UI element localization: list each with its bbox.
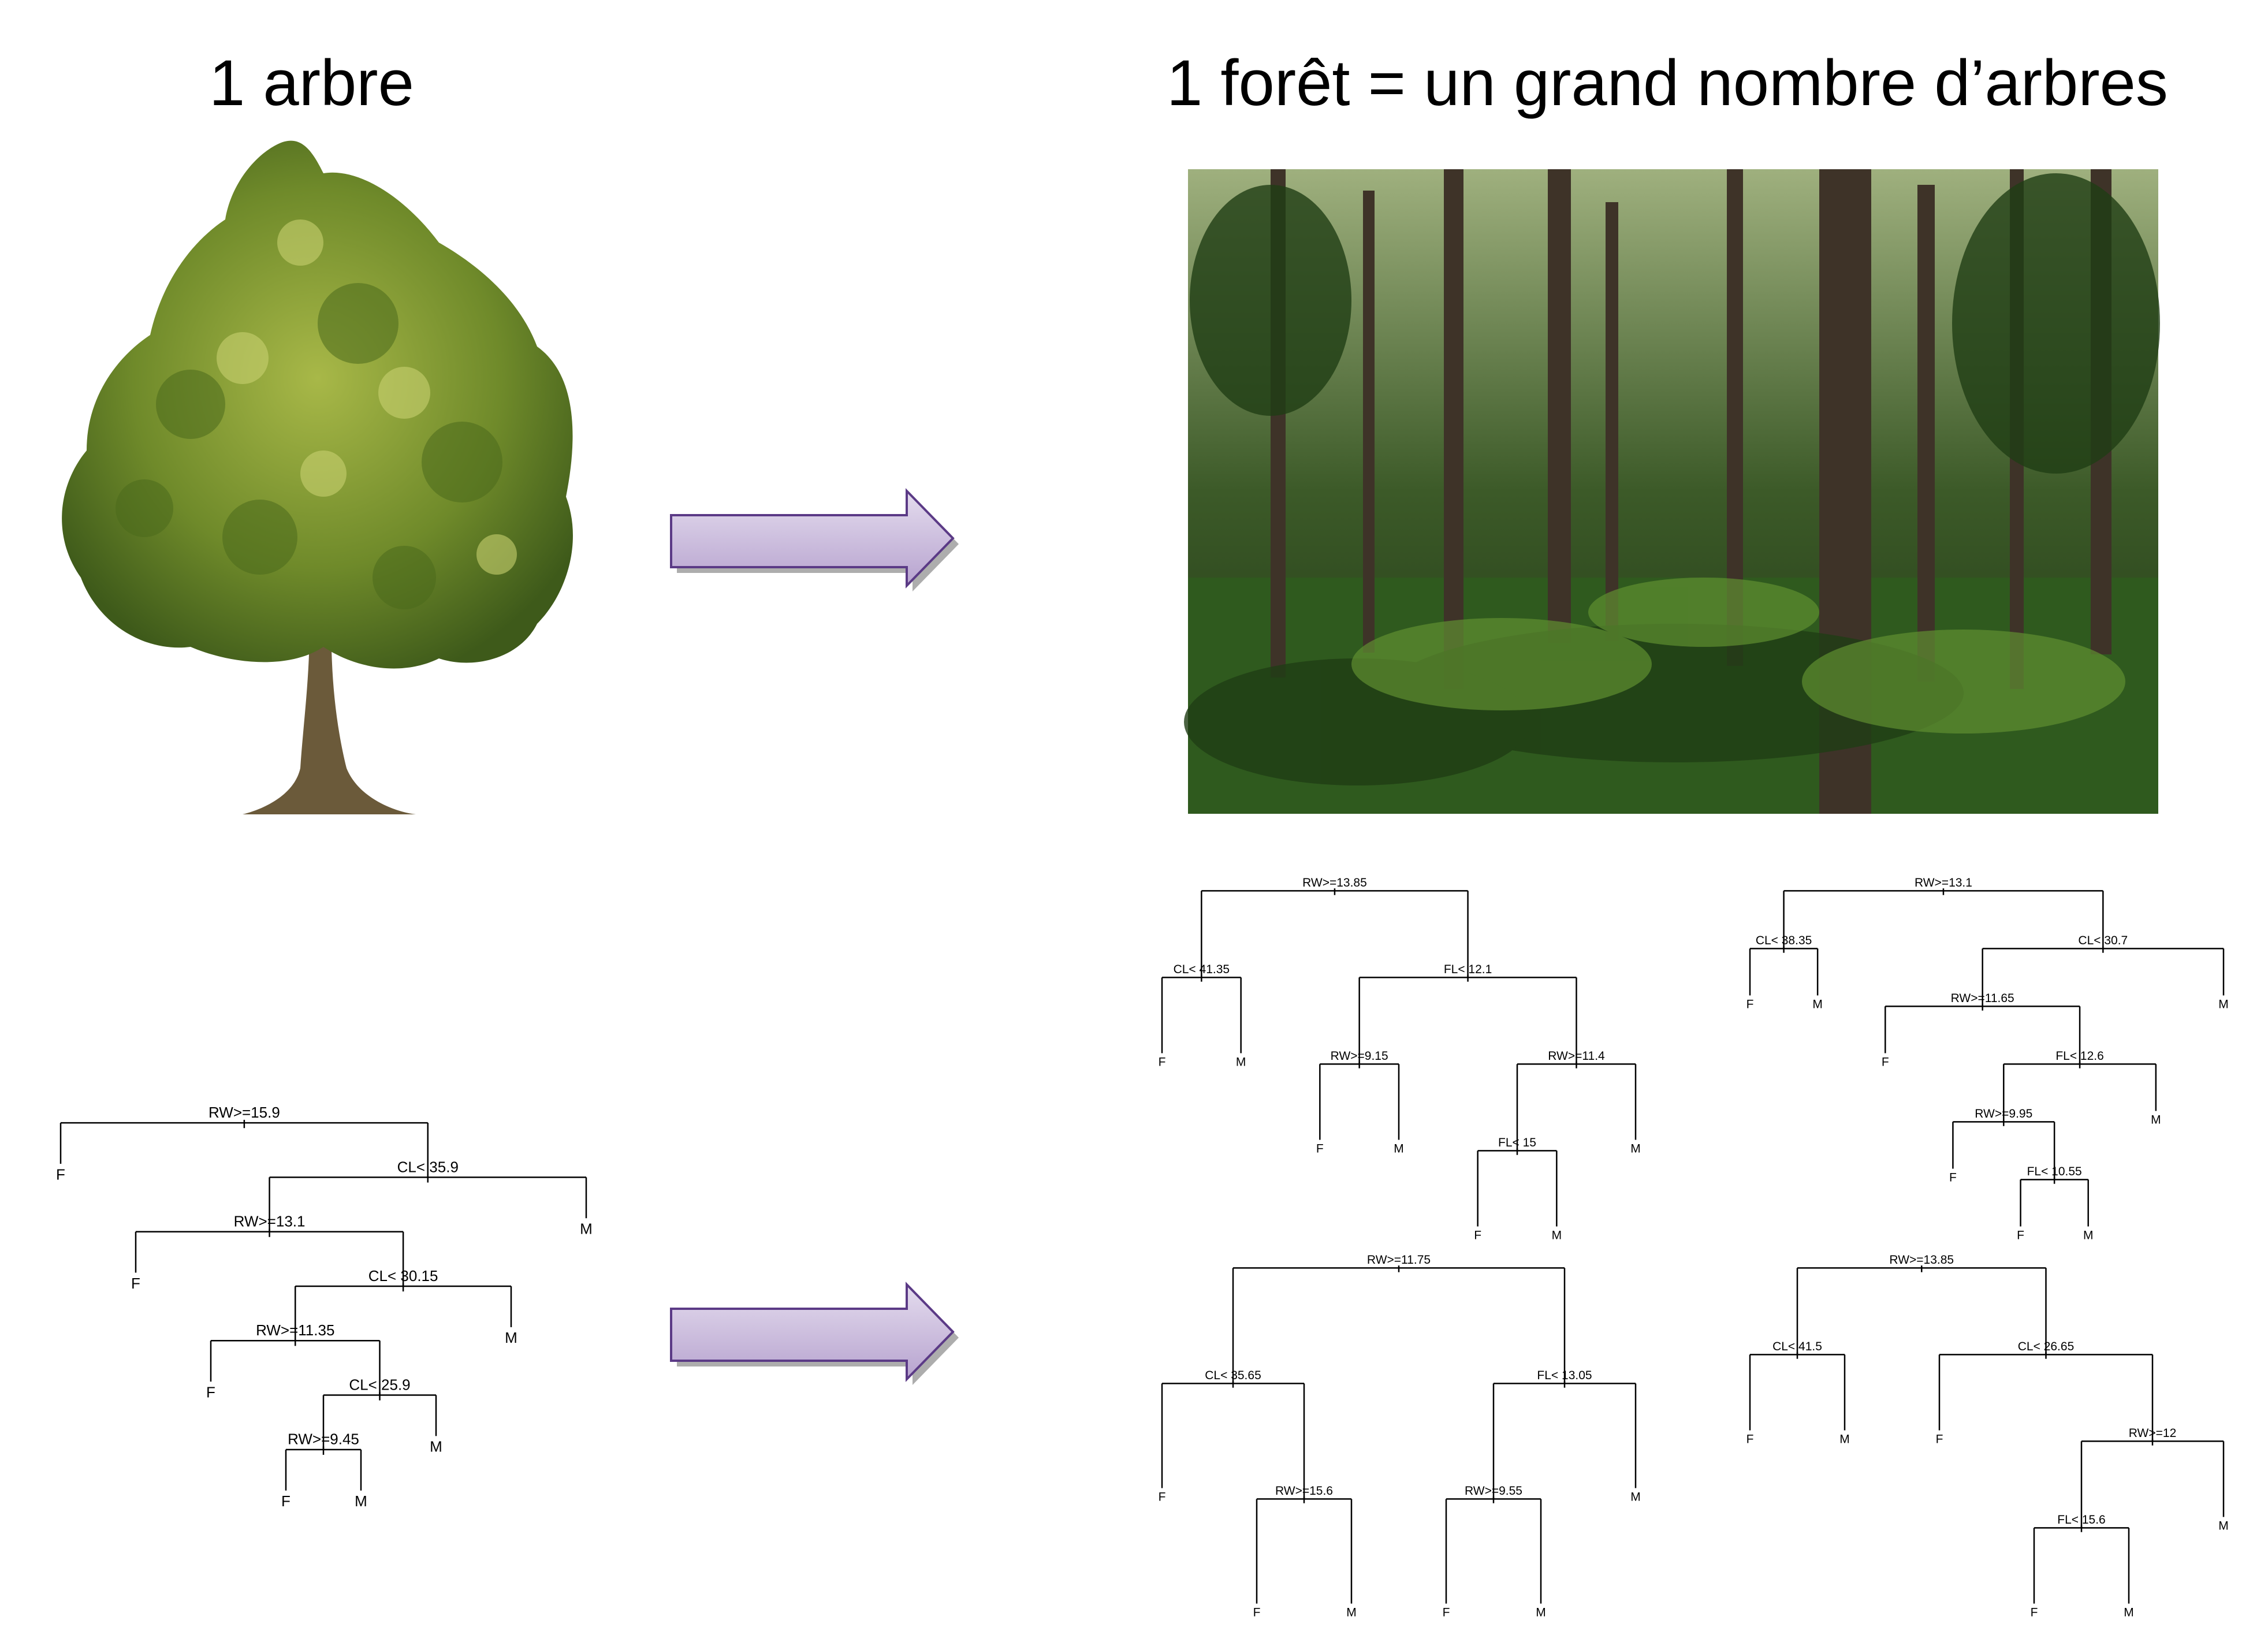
forest-tree-1-leaf-label: M: [1236, 1056, 1246, 1069]
arrow-top-icon: [670, 488, 959, 591]
forest-tree-2-leaf-label: M: [1812, 998, 1823, 1011]
forest-tree-1-leaf-label: F: [1316, 1142, 1324, 1156]
forest-tree-4-split-label: CL< 41.5: [1772, 1340, 1822, 1353]
single-tree-split-label: RW>=15.9: [208, 1104, 280, 1121]
forest-tree-1-split-label: RW>=13.85: [1302, 876, 1367, 889]
forest-tree-2-split-label: RW>=13.1: [1915, 876, 1972, 889]
forest-tree-4-leaf-label: M: [1839, 1433, 1850, 1446]
forest-tree-1-leaf-label: M: [1552, 1229, 1562, 1242]
forest-tree-3-split-label: RW>=11.75: [1367, 1253, 1431, 1267]
forest-tree-2-split-label: CL< 30.7: [2078, 934, 2128, 947]
forest-tree-3-split-label: CL< 35.65: [1205, 1369, 1261, 1382]
forest-tree-4-split-label: FL< 15.6: [2057, 1513, 2105, 1526]
forest-tree-4-split-label: RW>=12: [2129, 1427, 2177, 1440]
single-tree-leaf-label: F: [56, 1166, 65, 1183]
single-tree-leaf-label: F: [131, 1275, 140, 1292]
forest-tree-4-split-label: RW>=13.85: [1889, 1253, 1954, 1267]
arrow-bottom-icon: [670, 1282, 959, 1385]
single-tree-leaf-label: F: [206, 1383, 215, 1401]
forest-tree-4-leaf-label: M: [2124, 1606, 2134, 1619]
forest-tree-1-leaf-label: M: [1394, 1142, 1404, 1156]
forest-tree-2-leaf-label: F: [1882, 1056, 1889, 1069]
forest-tree-3-split-label: RW>=9.55: [1465, 1484, 1522, 1498]
forest-tree-2-leaf-label: F: [2017, 1229, 2024, 1242]
forest-tree-2-leaf-label: M: [2083, 1229, 2094, 1242]
forest-tree-3-leaf-label: F: [1159, 1491, 1166, 1504]
forest-tree-1-leaf-label: F: [1159, 1056, 1166, 1069]
forest-tree-4-split-label: CL< 26.65: [2018, 1340, 2075, 1353]
single-tree-leaf-label: F: [281, 1492, 291, 1510]
forest-tree-1-split-label: FL< 15: [1498, 1136, 1536, 1149]
forest-tree-3-leaf-label: M: [1346, 1606, 1357, 1619]
single-tree-image: [62, 140, 573, 814]
forest-tree-2-split-label: CL< 38.35: [1756, 934, 1812, 947]
forest-tree-4-leaf-label: F: [1746, 1433, 1754, 1446]
forest-tree-2-leaf-label: M: [2218, 998, 2229, 1011]
forest-tree-1-split-label: RW>=11.4: [1548, 1049, 1605, 1063]
single-tree-leaf-label: M: [580, 1220, 593, 1238]
forest-tree-2-split-label: FL< 10.55: [2027, 1165, 2082, 1178]
forest-tree-3-leaf-label: F: [1443, 1606, 1450, 1619]
single-tree-leaf-label: M: [505, 1329, 517, 1346]
forest-tree-2-leaf-label: F: [1949, 1171, 1957, 1185]
single-tree-leaf-label: M: [355, 1492, 367, 1510]
forest-tree-2-leaf-label: F: [1746, 998, 1754, 1011]
forest-tree-3-split-label: RW>=15.6: [1275, 1484, 1333, 1498]
forest-tree-1-split-label: RW>=9.15: [1331, 1049, 1388, 1063]
forest-tree-2-leaf-label: M: [2151, 1114, 2161, 1127]
forest-tree-4-leaf-label: F: [2031, 1606, 2038, 1619]
forest-tree-1-leaf-label: M: [1630, 1142, 1641, 1156]
single-tree-split-label: CL< 35.9: [397, 1158, 459, 1175]
forest-tree-1-split-label: FL< 12.1: [1444, 963, 1492, 976]
single-tree-split-label: CL< 30.15: [368, 1267, 438, 1284]
forest-tree-4-leaf-label: F: [1936, 1433, 1943, 1446]
single-tree-split-label: RW>=9.45: [288, 1431, 359, 1448]
single-tree-split-label: RW>=11.35: [256, 1321, 334, 1339]
forest-tree-3-leaf-label: F: [1253, 1606, 1261, 1619]
title-forest: 1 forêt = un grand nombre d’arbres: [1167, 47, 2168, 119]
forest-image: [1184, 169, 2160, 814]
forest-tree-1-split-label: CL< 41.35: [1174, 963, 1230, 976]
single-tree-leaf-label: M: [430, 1438, 442, 1455]
forest-tree-4-leaf-label: M: [2218, 1520, 2229, 1533]
forest-tree-2-split-label: RW>=9.95: [1975, 1107, 2032, 1120]
single-tree-split-label: CL< 25.9: [349, 1376, 410, 1393]
forest-tree-2-split-label: RW>=11.65: [1951, 992, 2014, 1005]
forest-tree-3-split-label: FL< 13.05: [1537, 1369, 1592, 1382]
single-tree-split-label: RW>=13.1: [234, 1213, 306, 1230]
forest-tree-3-leaf-label: M: [1536, 1606, 1546, 1619]
forest-tree-3-leaf-label: M: [1630, 1491, 1641, 1504]
forest-tree-1-leaf-label: F: [1474, 1229, 1481, 1242]
forest-tree-2-split-label: FL< 12.6: [2055, 1049, 2103, 1063]
title-single-tree: 1 arbre: [209, 47, 414, 119]
